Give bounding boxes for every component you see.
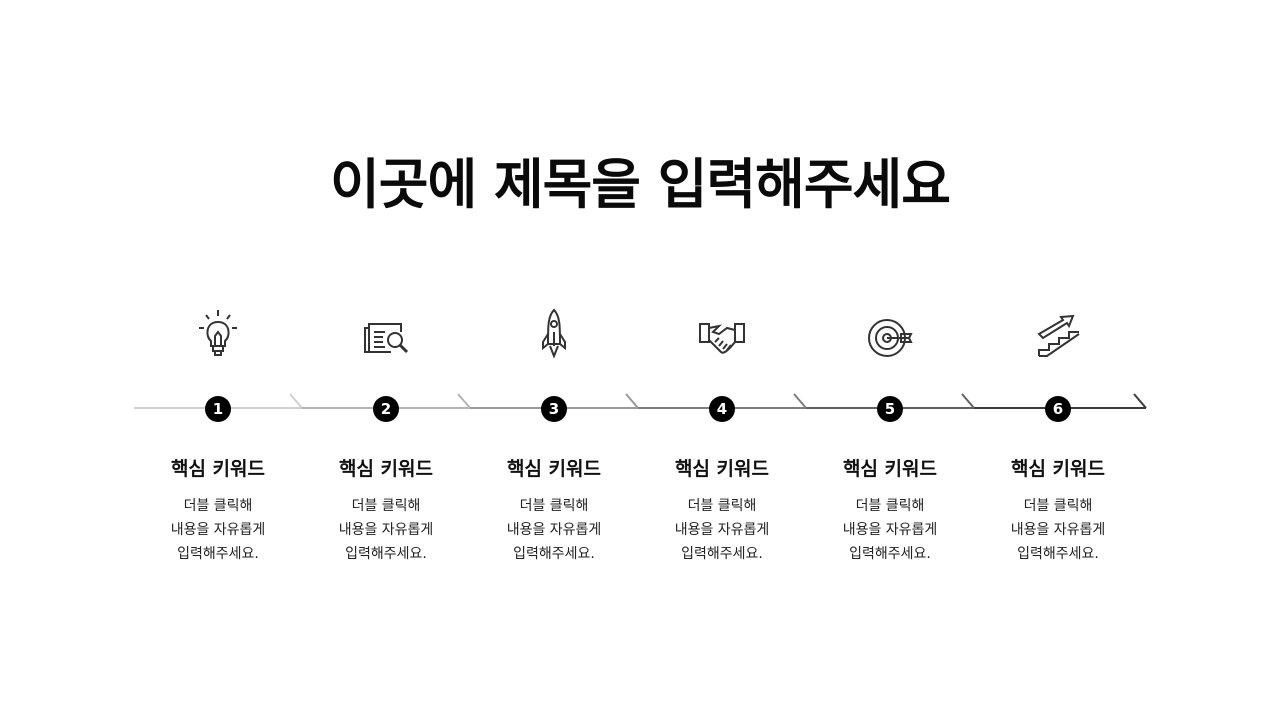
stairs-arrow-icon xyxy=(1033,308,1083,362)
step-description[interactable]: 더블 클릭해 내용을 자유롭게 입력해주세요. xyxy=(134,494,302,566)
desc-line: 더블 클릭해 xyxy=(519,498,589,514)
desc-line: 더블 클릭해 xyxy=(1023,498,1093,514)
desc-line: 입력해주세요. xyxy=(345,546,427,562)
step-keyword[interactable]: 핵심 키워드 xyxy=(506,458,601,480)
step-number-badge: 3 xyxy=(541,396,567,422)
step-number-badge: 6 xyxy=(1045,396,1071,422)
step-number-badge: 2 xyxy=(373,396,399,422)
desc-line: 내용을 자유롭게 xyxy=(170,522,266,538)
rocket-icon xyxy=(529,308,579,362)
desc-line: 내용을 자유롭게 xyxy=(674,522,770,538)
step-description[interactable]: 더블 클릭해 내용을 자유롭게 입력해주세요. xyxy=(302,494,470,566)
desc-line: 입력해주세요. xyxy=(1017,546,1099,562)
step-description[interactable]: 더블 클릭해 내용을 자유롭게 입력해주세요. xyxy=(806,494,974,566)
step-keyword[interactable]: 핵심 키워드 xyxy=(1010,458,1105,480)
desc-line: 더블 클릭해 xyxy=(183,498,253,514)
desc-line: 내용을 자유롭게 xyxy=(842,522,938,538)
desc-line: 입력해주세요. xyxy=(681,546,763,562)
page-title: 이곳에 제목을 입력해주세요 xyxy=(330,153,951,216)
step-number-badge: 5 xyxy=(877,396,903,422)
desc-line: 내용을 자유롭게 xyxy=(338,522,434,538)
target-icon xyxy=(865,308,915,362)
step-keyword[interactable]: 핵심 키워드 xyxy=(338,458,433,480)
handshake-icon xyxy=(697,308,747,362)
desc-line: 내용을 자유롭게 xyxy=(506,522,602,538)
lightbulb-icon xyxy=(193,308,243,362)
step-description[interactable]: 더블 클릭해 내용을 자유롭게 입력해주세요. xyxy=(974,494,1142,566)
desc-line: 입력해주세요. xyxy=(849,546,931,562)
desc-line: 더블 클릭해 xyxy=(855,498,925,514)
desc-line: 더블 클릭해 xyxy=(687,498,757,514)
step-description[interactable]: 더블 클릭해 내용을 자유롭게 입력해주세요. xyxy=(470,494,638,566)
step-keyword[interactable]: 핵심 키워드 xyxy=(170,458,265,480)
desc-line: 내용을 자유롭게 xyxy=(1010,522,1106,538)
step-keyword[interactable]: 핵심 키워드 xyxy=(842,458,937,480)
desc-line: 입력해주세요. xyxy=(177,546,259,562)
step-keyword[interactable]: 핵심 키워드 xyxy=(674,458,769,480)
newspaper-search-icon xyxy=(361,308,411,362)
step-number-badge: 4 xyxy=(709,396,735,422)
step-description[interactable]: 더블 클릭해 내용을 자유롭게 입력해주세요. xyxy=(638,494,806,566)
desc-line: 입력해주세요. xyxy=(513,546,595,562)
desc-line: 더블 클릭해 xyxy=(351,498,421,514)
step-number-badge: 1 xyxy=(205,396,231,422)
